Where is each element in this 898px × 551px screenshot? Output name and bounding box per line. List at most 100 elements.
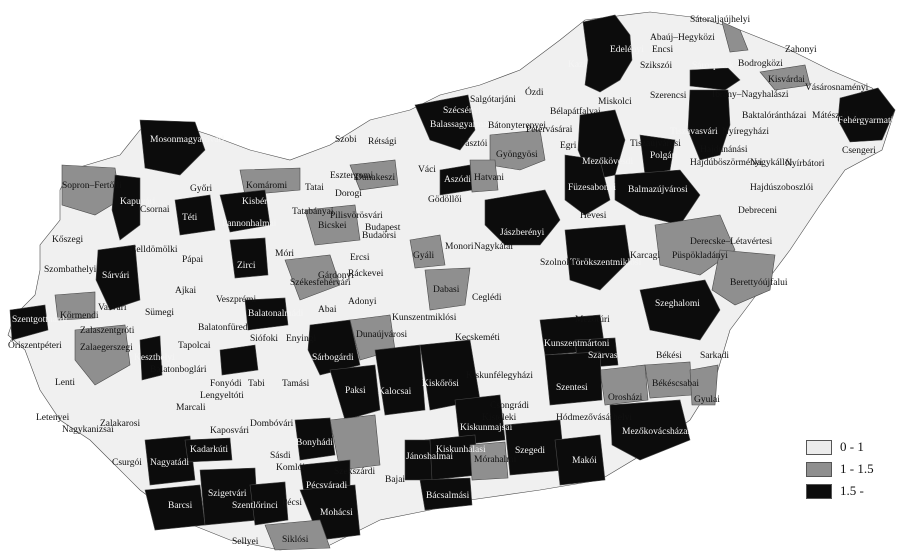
region-mezokovacshazai[interactable] xyxy=(609,399,691,461)
region-label: Berettyóújfalui xyxy=(730,277,788,288)
region-label: Bátonyterenyei xyxy=(488,121,546,131)
region-szecsenyi[interactable] xyxy=(414,94,476,151)
region-gyulai[interactable] xyxy=(689,364,719,406)
region-kalocsai[interactable] xyxy=(374,344,426,416)
region-kadarkuti[interactable] xyxy=(184,437,233,463)
region-label: Siófoki xyxy=(250,333,278,344)
region-sarospatak[interactable] xyxy=(689,67,741,91)
region-label: Sümegi xyxy=(145,308,174,318)
region-label: Bonyhádi xyxy=(296,438,333,448)
region-label: Nagykátai xyxy=(474,242,513,252)
region-label: Szigetvári xyxy=(208,489,247,499)
region-zalaegerszegi[interactable] xyxy=(74,324,131,386)
region-label: Püspökladányi xyxy=(672,251,728,261)
region-label: Nagyatádi xyxy=(150,458,189,468)
region-label: Kazi xyxy=(568,60,586,70)
region-nagyatadi[interactable] xyxy=(144,435,196,486)
region-balatonalmadi[interactable] xyxy=(244,297,289,331)
region-label: Balassagyarmati xyxy=(430,120,493,130)
region-szekszardi[interactable] xyxy=(329,414,381,471)
subregion-shapes xyxy=(9,14,896,551)
legend-item-dark: 1.5 - xyxy=(806,480,896,502)
region-label: Komlói xyxy=(276,463,305,473)
region-zirci[interactable] xyxy=(229,237,269,279)
region-satoraljaujhely[interactable] xyxy=(721,21,749,53)
region-label: Szombathelyi xyxy=(44,265,97,275)
region-kormendi[interactable] xyxy=(54,291,96,321)
region-mosonmagyarovari[interactable] xyxy=(139,119,206,176)
region-label: Sárvári xyxy=(102,271,130,281)
region-tiszavasvari[interactable] xyxy=(687,89,731,161)
region-label: Csengeri xyxy=(842,146,876,156)
region-label: Dunaújvárosi xyxy=(356,330,408,340)
region-label: Komáromi xyxy=(246,181,288,191)
region-dunakeszi[interactable] xyxy=(349,159,399,191)
region-jaszbereny[interactable] xyxy=(484,189,561,246)
region-szentlorinci[interactable] xyxy=(249,481,289,526)
region-gyali[interactable] xyxy=(409,234,446,269)
region-kisberi[interactable] xyxy=(219,189,271,233)
region-edelenyi[interactable] xyxy=(582,14,633,93)
region-hatvani[interactable] xyxy=(469,159,499,193)
region-label: Siklósi xyxy=(282,535,309,545)
region-polgari[interactable] xyxy=(639,134,676,176)
region-sarvari[interactable] xyxy=(95,244,141,311)
region-label: Abaúj–Hegyközi xyxy=(650,33,715,43)
region-kisvardai[interactable] xyxy=(759,64,811,91)
region-label: Nyíregyházi xyxy=(722,127,769,137)
region-label: Vasvári xyxy=(98,303,127,313)
region-label: Székesfehérvári xyxy=(290,277,351,288)
region-label: Dabasi xyxy=(433,285,460,295)
region-szekesfehervari[interactable] xyxy=(284,254,341,301)
region-label: Hajdúböszörményi xyxy=(690,158,763,168)
region-torokszentmiklos[interactable] xyxy=(564,224,631,291)
region-label: Edelényi xyxy=(610,45,644,55)
region-label: Baktalórántházai xyxy=(742,111,807,121)
region-szentgotthardi[interactable] xyxy=(9,304,49,341)
region-label: Pétervásárai xyxy=(526,125,573,135)
region-kapuvari[interactable] xyxy=(111,174,141,241)
region-label: Marcali xyxy=(176,403,206,413)
map-legend: 0 - 1 1 - 1.5 1.5 - xyxy=(806,436,896,502)
region-siklosi[interactable] xyxy=(264,519,331,551)
region-teti[interactable] xyxy=(174,194,216,236)
region-label: Kisbéri xyxy=(242,197,270,207)
region-label: Bélapátfalvai xyxy=(550,106,601,117)
region-berettyoujfalui[interactable] xyxy=(711,249,776,306)
region-komaromi[interactable] xyxy=(239,167,301,196)
region-label: Győri xyxy=(190,184,213,194)
region-szentesi[interactable] xyxy=(544,351,603,406)
region-keszthelyi[interactable] xyxy=(139,335,163,381)
region-label: Balmazújvárosi xyxy=(628,185,688,195)
region-label: Kőszegi xyxy=(52,235,83,245)
region-label: Letenyei xyxy=(36,413,70,423)
region-label: Szentesi xyxy=(556,383,588,393)
region-bonyhadi[interactable] xyxy=(294,417,336,461)
region-label: Gödöllői xyxy=(428,195,462,205)
region-fuzesabonyi[interactable] xyxy=(564,154,611,216)
region-label: Celldömölki xyxy=(130,245,178,255)
region-paksi[interactable] xyxy=(329,364,381,421)
region-label: Pécsváradi xyxy=(306,481,348,491)
region-label: Pásztói xyxy=(460,139,488,149)
region-label: Szécsényi xyxy=(443,106,481,116)
region-label: Abai xyxy=(318,305,337,315)
region-bicskei[interactable] xyxy=(304,204,361,246)
region-szeghalmi[interactable] xyxy=(639,279,721,341)
region-oroshazi[interactable] xyxy=(599,364,649,406)
region-morahalmi[interactable] xyxy=(469,441,509,481)
region-dabasi[interactable] xyxy=(424,267,471,311)
region-label: Adonyi xyxy=(348,297,377,307)
region-label: Ózdi xyxy=(525,86,544,98)
region-label: Sopron–Fertődi xyxy=(62,181,122,191)
region-label: Encsi xyxy=(652,45,673,55)
region-bacsalmasi[interactable] xyxy=(419,477,473,511)
region-label: Lengyeltóti xyxy=(200,391,244,401)
region-label: Balatonalmádi xyxy=(248,309,304,319)
region-kiskunmajsai[interactable] xyxy=(454,394,506,446)
region-label: Kisvárdai xyxy=(768,75,805,85)
region-fehergyarmati[interactable] xyxy=(837,87,896,143)
region-sopron[interactable] xyxy=(61,164,121,216)
region-siofoki[interactable] xyxy=(219,344,259,376)
region-makoi[interactable] xyxy=(554,434,606,486)
